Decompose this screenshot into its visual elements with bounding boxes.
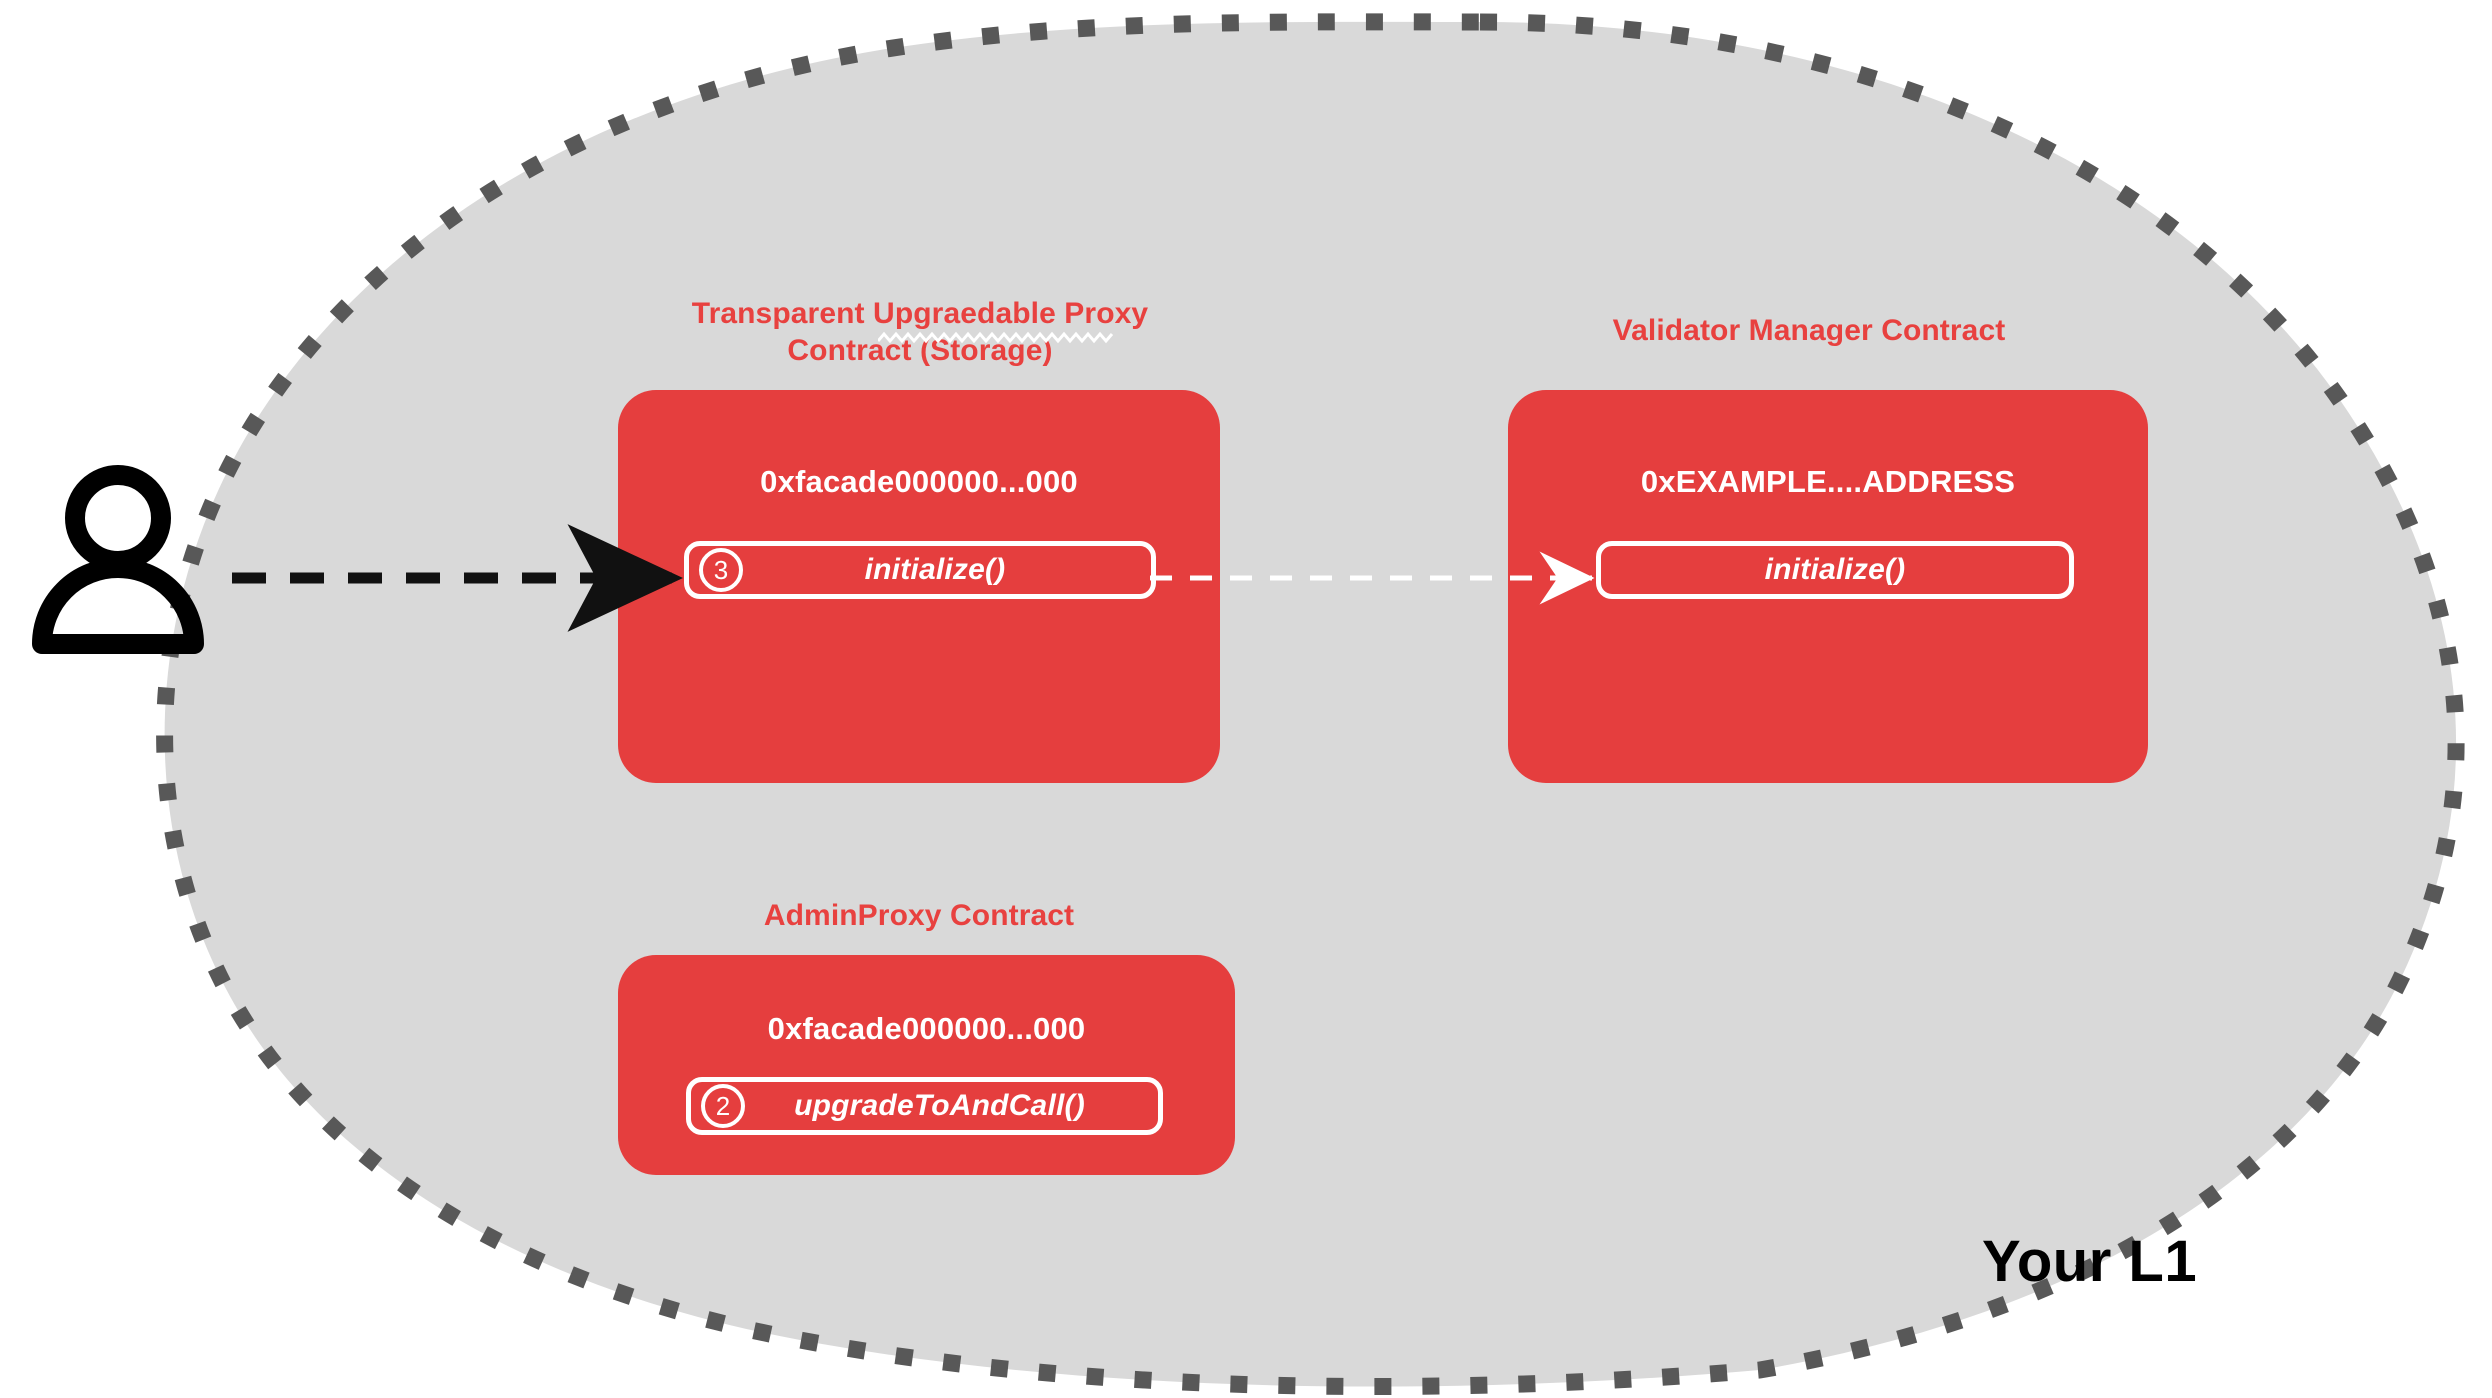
validator-manager-title: Validator Manager Contract: [1508, 313, 2110, 350]
admin-proxy-method-label: upgradeToAndCall(): [794, 1089, 1085, 1122]
step-badge-3: 3: [699, 548, 743, 592]
l1-region-label: Your L1: [1982, 1229, 2198, 1294]
admin-proxy-card[interactable]: 0xfacade000000...000 2 upgradeToAndCall(…: [618, 955, 1235, 1175]
transparent-proxy-address: 0xfacade000000...000: [760, 464, 1078, 499]
validator-manager-method-initialize[interactable]: initialize(): [1596, 541, 2074, 599]
validator-manager-method-label: initialize(): [1764, 553, 1906, 586]
admin-proxy-title-line1: AdminProxy Contract: [763, 899, 1075, 932]
transparent-proxy-title-line2: Contract (Storage): [787, 333, 1053, 367]
admin-proxy-method-upgradetoandcall[interactable]: 2 upgradeToAndCall(): [686, 1077, 1163, 1135]
admin-proxy-address: 0xfacade000000...000: [767, 1011, 1086, 1046]
step-badge-2: 2: [701, 1084, 745, 1128]
user-actor-icon: [32, 465, 204, 654]
transparent-proxy-method-initialize[interactable]: 3 initialize(): [684, 541, 1156, 599]
transparent-proxy-title-line1: Transparent Upgraedable Proxy: [691, 297, 1149, 330]
admin-proxy-title: AdminProxy Contract: [618, 898, 1220, 935]
transparent-proxy-card[interactable]: 0xfacade000000...000 3 initialize(): [618, 390, 1220, 783]
transparent-proxy-title: Transparent Upgraedable Proxy Contract (…: [618, 296, 1222, 369]
validator-manager-address: 0xEXAMPLE....ADDRESS: [1640, 464, 2016, 499]
validator-manager-card[interactable]: 0xEXAMPLE....ADDRESS initialize(): [1508, 390, 2148, 783]
transparent-proxy-method-label: initialize(): [864, 553, 1006, 586]
validator-manager-title-line1: Validator Manager Contract: [1612, 314, 2006, 347]
